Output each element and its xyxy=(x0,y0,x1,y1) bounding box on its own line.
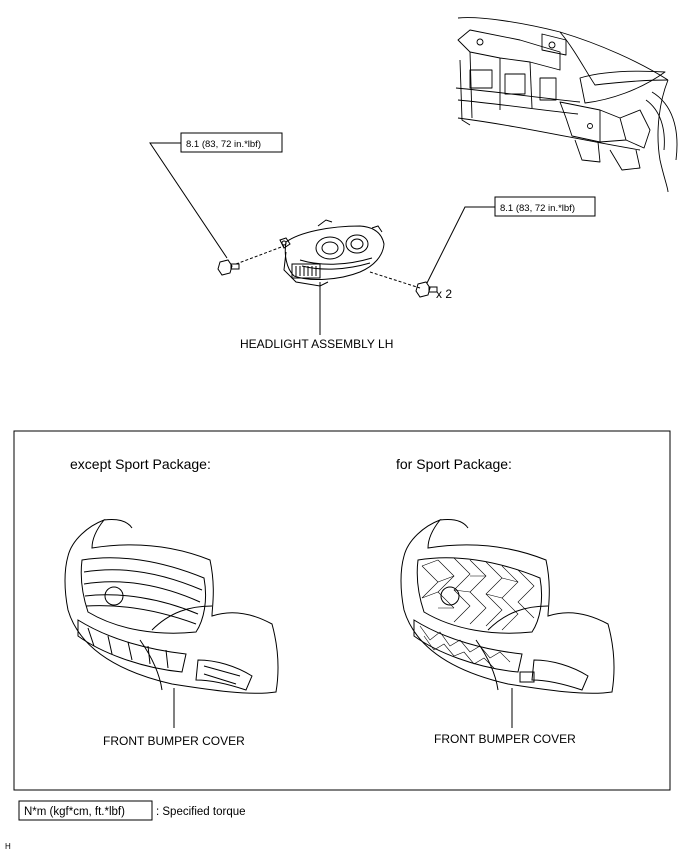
variant-frame xyxy=(13,430,671,791)
headlight-label: HEADLIGHT ASSEMBLY LH xyxy=(240,337,393,351)
bolt-right-icon xyxy=(415,281,438,298)
bumper-label-sport: FRONT BUMPER COVER xyxy=(434,732,576,746)
bolt-left-icon xyxy=(217,259,240,276)
legend-unit-text: N*m (kgf*cm, ft.*lbf) xyxy=(24,806,125,818)
bolt-alignment-line-right xyxy=(369,271,421,289)
leader-right-callout xyxy=(426,206,495,284)
front-bumper-cover-standard-illustration xyxy=(64,518,279,694)
vehicle-front-illustration xyxy=(455,17,678,193)
figure-code: H xyxy=(5,842,11,851)
mesh-intake xyxy=(419,625,511,669)
legend-description: : Specified torque xyxy=(156,806,246,818)
quantity-label: x 2 xyxy=(436,287,452,301)
legend-unit-box xyxy=(18,800,153,821)
front-bumper-cover-sport-illustration xyxy=(400,518,615,694)
bolt-alignment-line-left xyxy=(235,245,285,265)
leader-upper-left-callout xyxy=(149,142,228,259)
mesh-grille xyxy=(421,557,535,631)
headlight-assembly-illustration xyxy=(279,219,385,287)
torque-callout-right: 8.1 (83, 72 in.*lbf) xyxy=(500,203,575,214)
torque-callout-box-upper-left xyxy=(180,132,283,153)
torque-callout-box-right xyxy=(494,196,596,217)
variant-heading-sport: for Sport Package: xyxy=(396,456,512,472)
torque-callout-upper-left: 8.1 (83, 72 in.*lbf) xyxy=(186,139,261,150)
variant-heading-except-sport: except Sport Package: xyxy=(70,456,211,472)
bumper-label-standard: FRONT BUMPER COVER xyxy=(103,734,245,748)
